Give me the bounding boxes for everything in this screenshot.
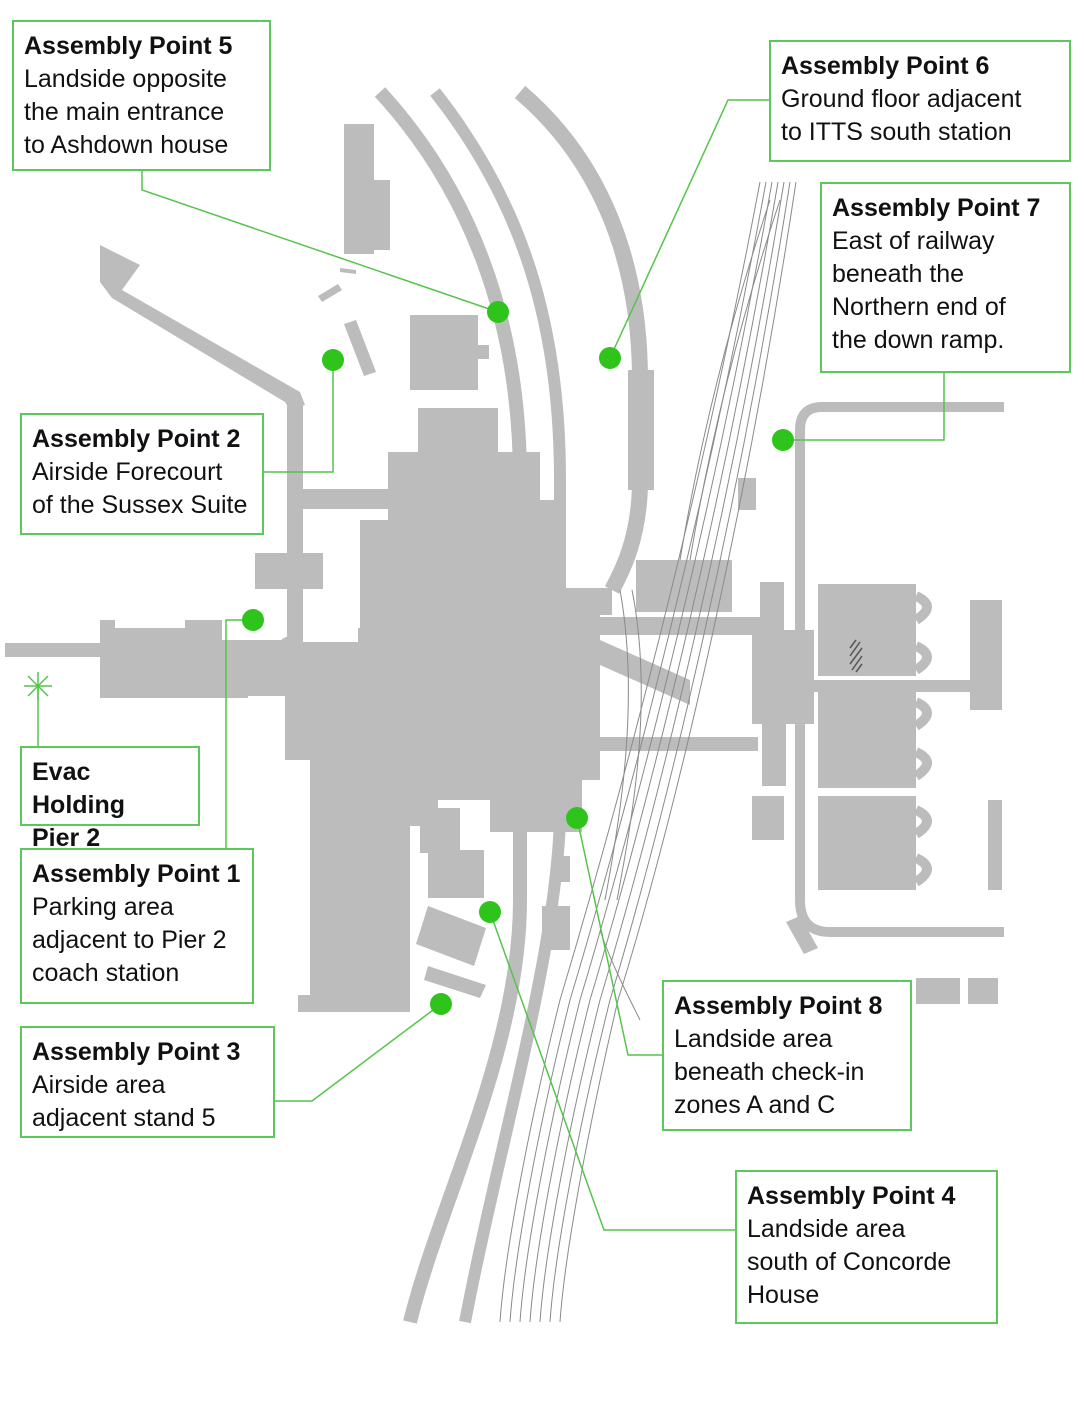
- railway-tracks: [499, 181, 797, 1323]
- north-strip-3: [344, 320, 376, 376]
- car-park-middle: [818, 690, 916, 788]
- assembly-point-description: Airside Forecourt of the Sussex Suite: [32, 458, 248, 519]
- leader-ap5: [141, 170, 499, 313]
- evac-holding-title: Evac Holding Pier 2: [32, 758, 126, 852]
- evac-holding-star-icon: [24, 672, 52, 700]
- assembly-point-2-marker[interactable]: [322, 349, 344, 371]
- east-station-tower: [760, 582, 784, 636]
- east-small-1: [752, 796, 784, 840]
- south-block-1: [420, 808, 460, 853]
- assembly-point-title: Assembly Point 1: [32, 860, 241, 888]
- car-park-ramps: [913, 591, 932, 887]
- east-shuttle-track: [758, 680, 988, 692]
- south-link: [598, 737, 758, 751]
- terminal-annex: [358, 628, 388, 668]
- assembly-point-1-label: Assembly Point 1 Parking area adjacent t…: [20, 848, 254, 1004]
- main-terminal-building: [285, 408, 612, 1012]
- assembly-point-description: Landside opposite the main entrance to A…: [24, 65, 229, 159]
- south-block-4: [424, 966, 486, 998]
- assembly-point-5-marker[interactable]: [487, 301, 509, 323]
- car-park-south: [818, 796, 916, 890]
- north-pier-column: [287, 400, 303, 650]
- assembly-point-title: Assembly Point 5: [24, 32, 233, 60]
- assembly-point-8-marker[interactable]: [566, 807, 588, 829]
- assembly-point-description: Landside area south of Concorde House: [747, 1215, 952, 1309]
- far-east-small-1: [916, 978, 960, 1004]
- assembly-point-7-marker[interactable]: [772, 429, 794, 451]
- assembly-point-7-label: Assembly Point 7 East of railway beneath…: [820, 182, 1071, 373]
- assembly-point-description: Airside area adjacent stand 5: [32, 1071, 216, 1132]
- assembly-point-title: Assembly Point 8: [674, 992, 883, 1020]
- assembly-point-5-label: Assembly Point 5 Landside opposite the m…: [12, 20, 271, 171]
- assembly-point-6-label: Assembly Point 6 Ground floor adjacent t…: [769, 40, 1071, 162]
- east-loop-road: [795, 402, 1004, 937]
- landside-road-inner: [430, 88, 566, 1324]
- north-small-block: [475, 345, 489, 359]
- south-block-2: [428, 850, 484, 898]
- assembly-point-description: Landside area beneath check-in zones A a…: [674, 1025, 865, 1119]
- pier-2-building: [100, 620, 248, 698]
- east-small-2: [738, 478, 756, 510]
- ramp-road: [514, 85, 648, 594]
- assembly-point-title: Assembly Point 7: [832, 194, 1041, 222]
- assembly-point-2-label: Assembly Point 2 Airside Forecourt of th…: [20, 413, 264, 535]
- north-pier-node: [255, 553, 323, 589]
- south-block-3: [416, 906, 486, 966]
- assembly-point-description: East of railway beneath the Northern end…: [832, 227, 1006, 354]
- assembly-point-description: Ground floor adjacent to ITTS south stat…: [781, 85, 1022, 146]
- east-station-lower: [762, 724, 786, 786]
- itts-station-building: [636, 560, 732, 612]
- north-strip-2: [318, 284, 342, 302]
- north-strip-1: [340, 268, 356, 274]
- leader-ap8: [576, 817, 662, 1056]
- leader-ap2: [264, 360, 334, 473]
- far-east-block: [970, 600, 1002, 710]
- north-pier-link: [300, 489, 390, 509]
- car-park-north: [818, 584, 916, 676]
- ramp-structure: [628, 370, 654, 490]
- leader-lines: [37, 99, 945, 1231]
- north-pier-arm: [100, 245, 305, 410]
- far-east-strip: [988, 800, 1002, 890]
- leader-ap6: [609, 99, 769, 359]
- landside-road-outer: [374, 87, 527, 1324]
- far-east-small-2: [968, 978, 998, 1004]
- assembly-point-6-marker[interactable]: [599, 347, 621, 369]
- assembly-point-description: Parking area adjacent to Pier 2 coach st…: [32, 893, 227, 987]
- south-east-block: [786, 916, 818, 954]
- assembly-point-3-marker[interactable]: [430, 993, 452, 1015]
- assembly-point-8-label: Assembly Point 8 Landside area beneath c…: [662, 980, 912, 1131]
- assembly-point-markers: [242, 301, 794, 1015]
- pier-junction: [277, 636, 305, 664]
- assembly-point-3-label: Assembly Point 3 Airside area adjacent s…: [20, 1026, 275, 1138]
- north-block: [410, 315, 478, 390]
- assembly-point-title: Assembly Point 3: [32, 1038, 241, 1066]
- buildings-layer: [5, 85, 1004, 1324]
- leader-ap7: [783, 372, 945, 441]
- leader-ap3: [275, 1003, 442, 1102]
- assembly-point-4-marker[interactable]: [479, 901, 501, 923]
- assembly-point-title: Assembly Point 2: [32, 425, 241, 453]
- assembly-point-4-label: Assembly Point 4 Landside area south of …: [735, 1170, 998, 1324]
- leader-ap4: [489, 911, 735, 1231]
- assembly-point-title: Assembly Point 4: [747, 1182, 956, 1210]
- hatched-area: [849, 639, 863, 673]
- ashdown-wing: [360, 180, 390, 250]
- south-strip-2: [542, 906, 570, 950]
- assembly-point-title: Assembly Point 6: [781, 52, 990, 80]
- assembly-point-1-marker[interactable]: [242, 609, 264, 631]
- check-in-link: [600, 640, 690, 705]
- south-strip-1: [556, 856, 570, 882]
- evac-holding-label: Evac Holding Pier 2: [20, 746, 200, 852]
